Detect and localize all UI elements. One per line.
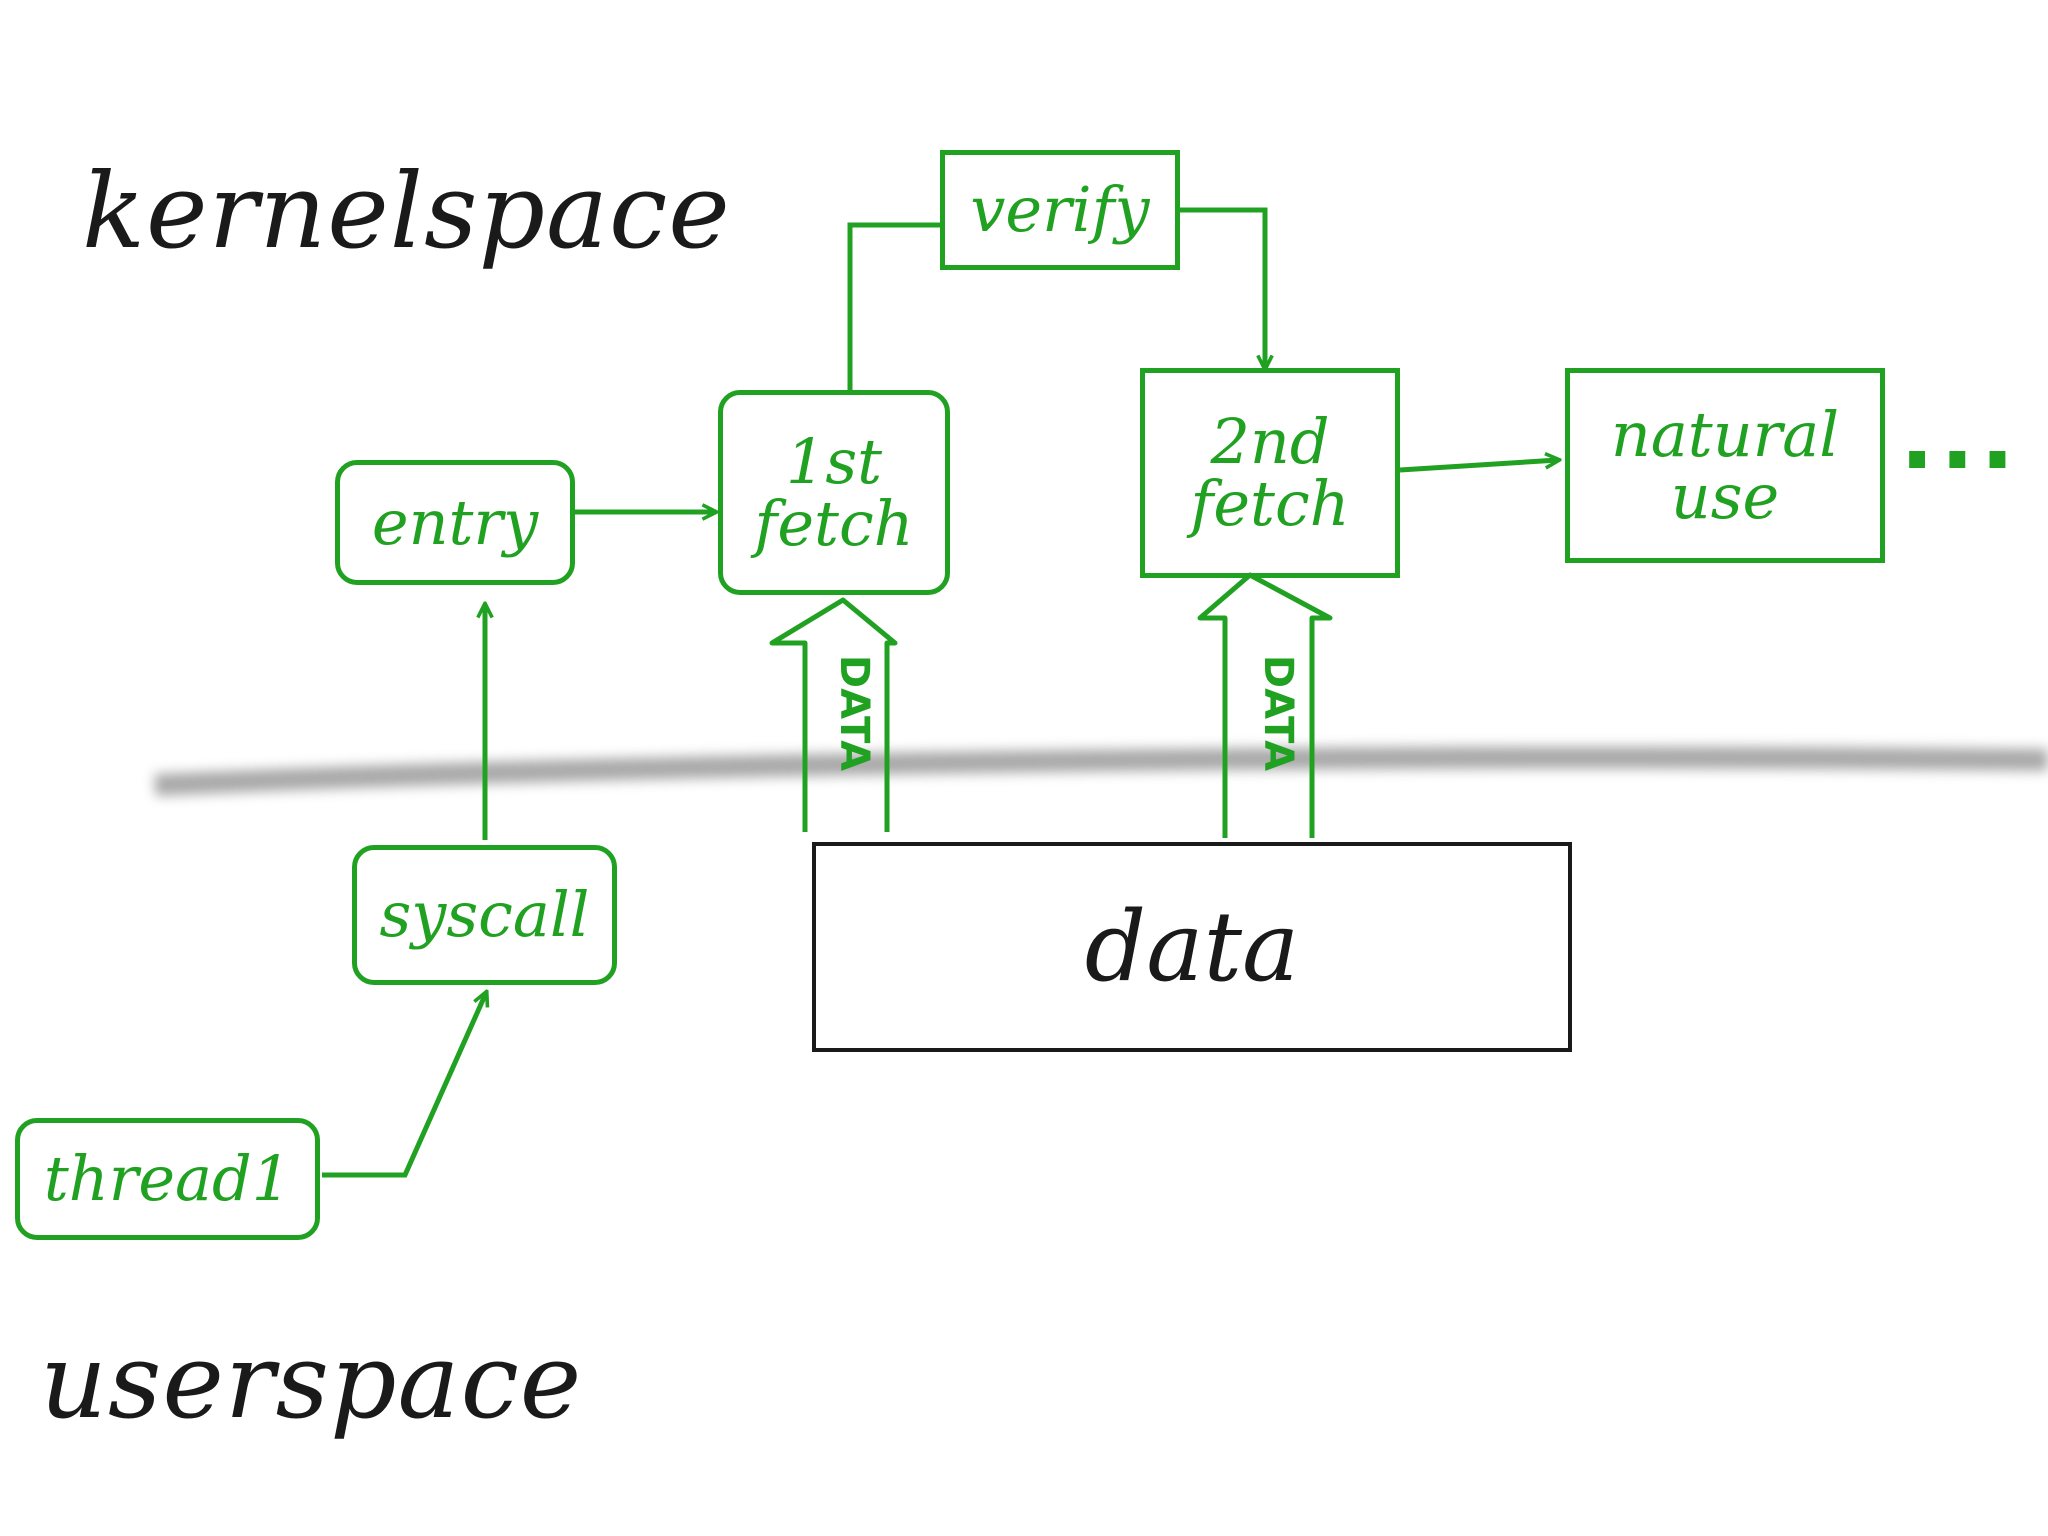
thread-node: thread1 xyxy=(15,1118,320,1240)
verify-label: verify xyxy=(970,173,1150,246)
thread-label: thread1 xyxy=(43,1142,292,1215)
first-fetch-node: 1st fetch xyxy=(718,390,950,595)
arrow-thread-to-syscall xyxy=(322,993,486,1178)
data-flow-label-2: DATA xyxy=(1255,654,1302,772)
arrow-second-fetch-to-natural-use xyxy=(1399,460,1558,473)
data-flow-arrow-1 xyxy=(769,597,898,832)
second-fetch-node: 2nd fetch xyxy=(1140,368,1400,578)
first-fetch-label: 1st fetch xyxy=(754,424,914,560)
userspace-label: userspace xyxy=(40,1320,583,1442)
syscall-node: syscall xyxy=(352,845,617,985)
verify-node: verify xyxy=(940,150,1180,270)
kernelspace-label: kernelspace xyxy=(82,150,731,272)
data-flow-label-1: DATA xyxy=(831,654,878,772)
natural-use-label: natural use xyxy=(1610,397,1840,533)
arrow-verify-to-second-fetch xyxy=(1180,207,1265,368)
data-store-label: data xyxy=(1084,891,1300,1003)
arrow-first-fetch-to-verify xyxy=(847,222,940,390)
syscall-label: syscall xyxy=(379,878,590,951)
entry-node: entry xyxy=(335,460,575,585)
kernel-user-boundary xyxy=(154,746,2048,796)
continuation-ellipsis: ... xyxy=(1900,385,2021,490)
second-fetch-label: 2nd fetch xyxy=(1190,405,1350,540)
natural-use-node: natural use xyxy=(1565,368,1885,563)
data-store: data xyxy=(812,842,1572,1052)
entry-label: entry xyxy=(371,485,539,559)
